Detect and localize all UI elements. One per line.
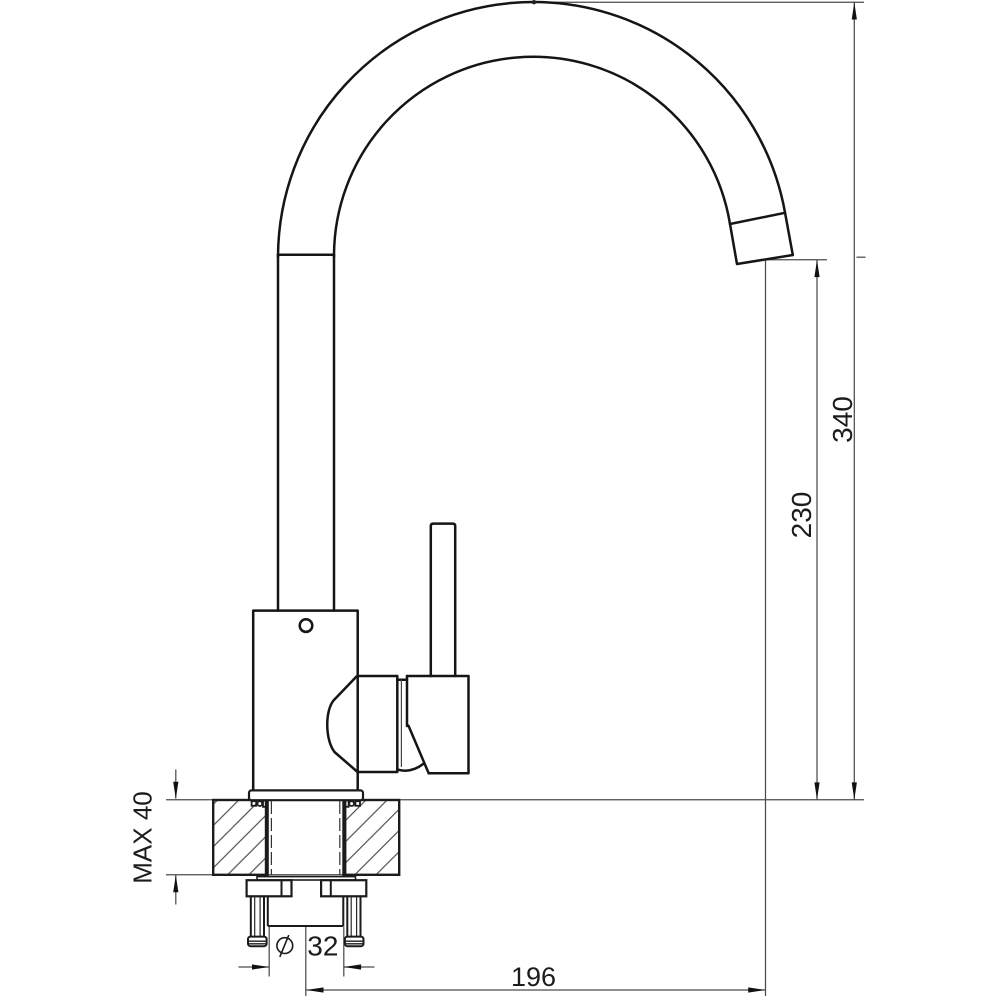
- svg-text:MAX 40: MAX 40: [128, 791, 158, 884]
- svg-text:196: 196: [511, 962, 556, 992]
- svg-text:230: 230: [786, 492, 817, 539]
- svg-text:32: 32: [307, 931, 338, 962]
- svg-text:340: 340: [827, 396, 858, 443]
